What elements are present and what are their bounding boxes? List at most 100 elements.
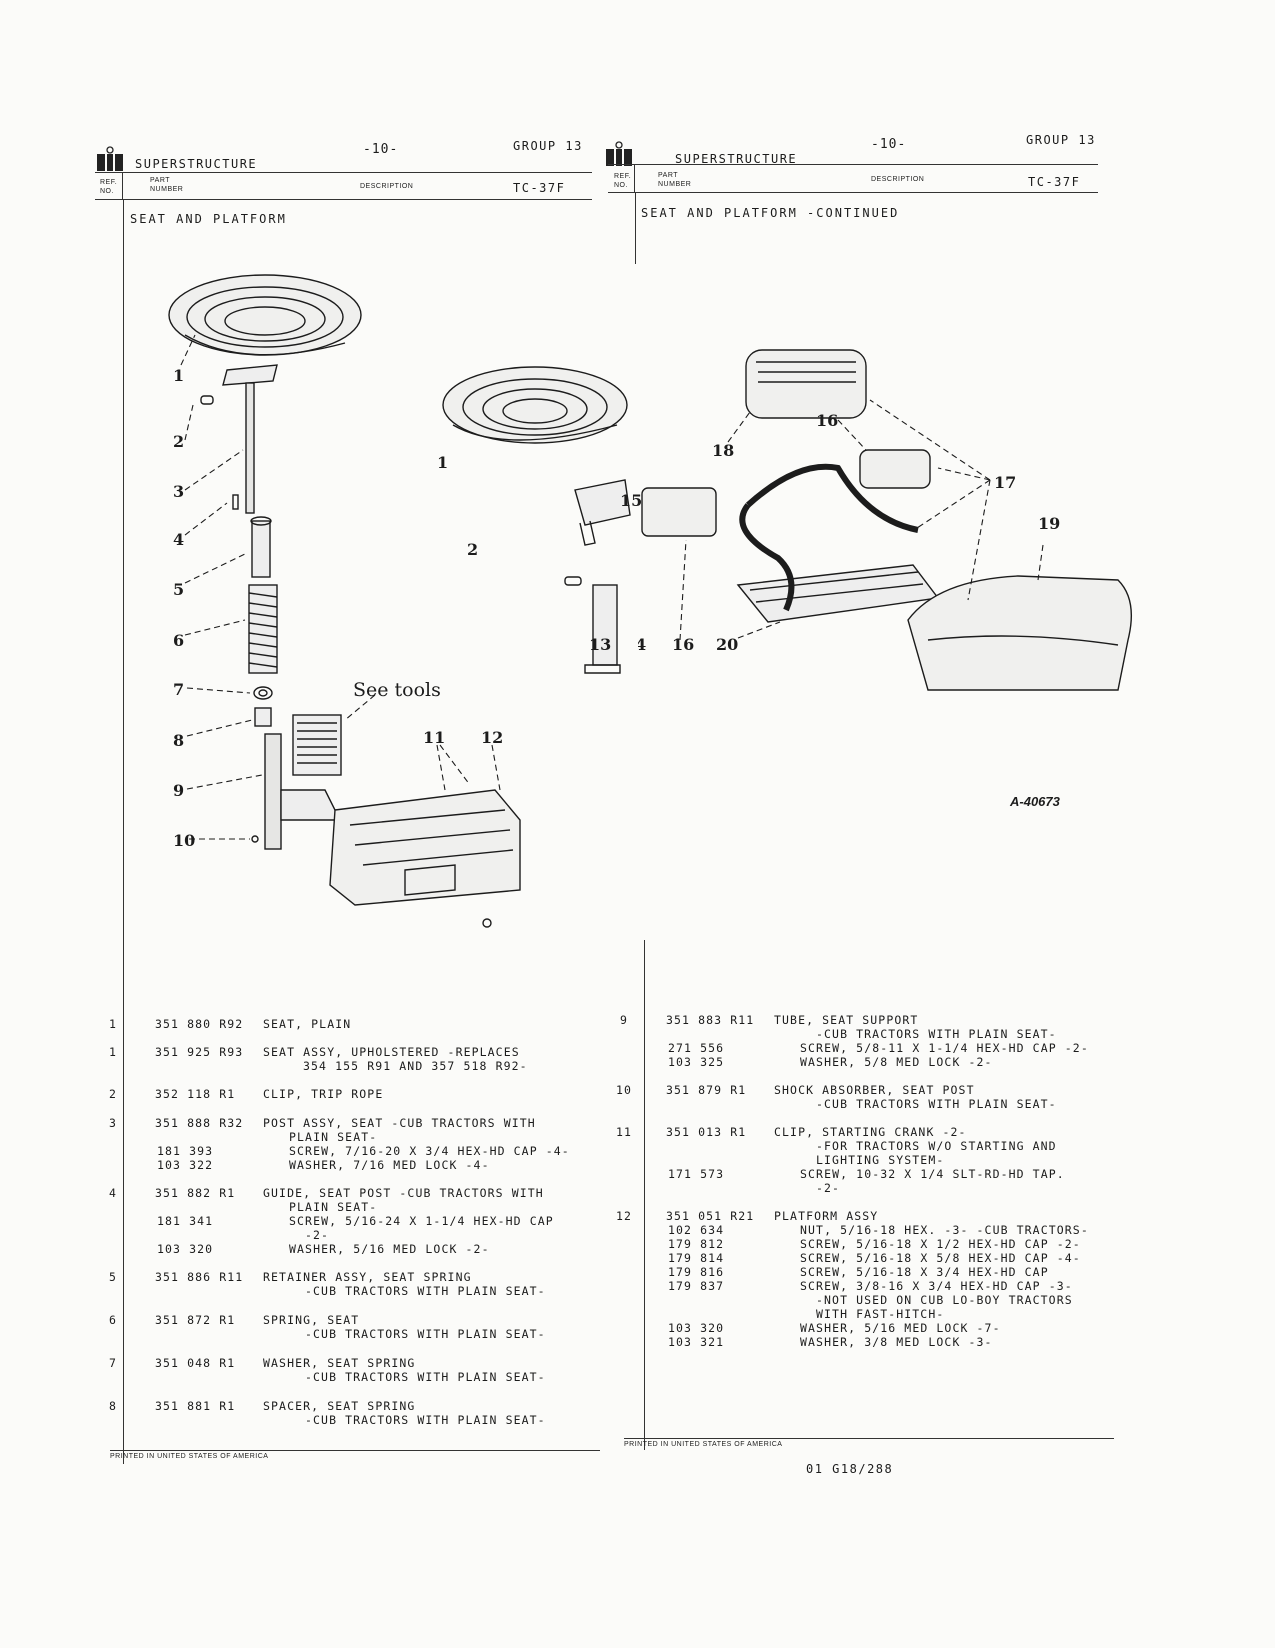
ref-number: 10 xyxy=(616,1083,633,1097)
ref-number: 7 xyxy=(108,1356,117,1370)
part-number: 179 812 xyxy=(668,1237,725,1251)
right-diagram-callouts: 18 16 17 19 16 14 16 20 xyxy=(638,411,1060,654)
part-number: 179 814 xyxy=(668,1251,725,1265)
part-description: 354 155 R91 AND 357 518 R92- xyxy=(303,1059,528,1073)
ref-column-rule-lower xyxy=(644,940,645,1450)
part-description: SPRING, SEAT xyxy=(263,1313,360,1327)
part-description: SCREW, 3/8-16 X 3/4 HEX-HD CAP -3- xyxy=(800,1279,1073,1293)
part-description: SEAT, PLAIN xyxy=(263,1017,352,1031)
ref-no-header: REF.NO. xyxy=(100,179,118,195)
upholstered-seat-exploded-diagram: 18 16 17 19 16 14 16 20 xyxy=(638,340,1158,720)
part-number: 351 872 R1 xyxy=(155,1313,236,1327)
part-description: -2- xyxy=(816,1181,841,1195)
part-number: 351 879 R1 xyxy=(666,1083,747,1097)
group-label: GROUP 13 xyxy=(513,139,583,153)
model-code: TC-37F xyxy=(513,181,566,195)
part-number: 351 886 R11 xyxy=(155,1270,244,1284)
part-number: 351 051 R21 xyxy=(666,1209,755,1223)
header-rule xyxy=(608,164,1098,165)
part-description: LIGHTING SYSTEM- xyxy=(816,1153,945,1167)
part-description: -2- xyxy=(305,1228,330,1242)
part-description: WASHER, 5/16 MED LOCK -2- xyxy=(289,1242,490,1256)
print-footer: PRINTED IN UNITED STATES OF AMERICA xyxy=(624,1441,783,1448)
part-description: WASHER, 3/8 MED LOCK -3- xyxy=(800,1335,993,1349)
part-number: 103 325 xyxy=(668,1055,725,1069)
part-description: POST ASSY, SEAT -CUB TRACTORS WITH xyxy=(263,1116,536,1130)
callout-label: 13 xyxy=(589,635,611,654)
part-description: SEAT ASSY, UPHOLSTERED -REPLACES xyxy=(263,1045,520,1059)
section-title: SEAT AND PLATFORM -CONTINUED xyxy=(641,206,900,220)
part-description: SHOCK ABSORBER, SEAT POST xyxy=(774,1083,975,1097)
callout-label: 1 xyxy=(437,453,448,472)
callout-label: 12 xyxy=(481,728,503,747)
page-number: -10- xyxy=(871,137,907,152)
part-description: PLAIN SEAT- xyxy=(289,1200,378,1214)
part-number: 102 634 xyxy=(668,1223,725,1237)
see-tools-note: See tools xyxy=(353,679,441,701)
callout-label: 10 xyxy=(173,831,195,850)
part-number: 351 881 R1 xyxy=(155,1399,236,1413)
ref-number: 4 xyxy=(108,1186,117,1200)
part-description: RETAINER ASSY, SEAT SPRING xyxy=(263,1270,472,1284)
part-number: 103 320 xyxy=(157,1242,214,1256)
part-description: -CUB TRACTORS WITH PLAIN SEAT- xyxy=(305,1327,546,1341)
part-number: 351 013 R1 xyxy=(666,1125,747,1139)
part-number: 351 882 R1 xyxy=(155,1186,236,1200)
ref-number: 12 xyxy=(616,1209,633,1223)
left-catalog-page: SUPERSTRUCTURE -10- GROUP 13 REF.NO. PAR… xyxy=(95,0,642,1548)
part-description: -CUB TRACTORS WITH PLAIN SEAT- xyxy=(816,1027,1057,1041)
part-number: 181 341 xyxy=(157,1214,214,1228)
description-header: DESCRIPTION xyxy=(871,176,925,183)
part-number: 103 322 xyxy=(157,1158,214,1172)
callout-label: 2 xyxy=(173,432,184,451)
part-description: TUBE, SEAT SUPPORT xyxy=(774,1013,919,1027)
model-code: TC-37F xyxy=(1028,175,1081,189)
callout-label: 7 xyxy=(173,680,184,699)
ih-logo-icon xyxy=(97,146,123,171)
part-description: WASHER, 7/16 MED LOCK -4- xyxy=(289,1158,490,1172)
callout-label: 16 xyxy=(816,411,838,430)
part-description: CLIP, TRIP ROPE xyxy=(263,1087,384,1101)
section-name: SUPERSTRUCTURE xyxy=(675,152,798,166)
callout-label: 3 xyxy=(173,482,184,501)
ref-number: 11 xyxy=(616,1125,633,1139)
part-description: NUT, 5/16-18 HEX. -3- -CUB TRACTORS- xyxy=(800,1223,1089,1237)
footer-rule xyxy=(110,1450,600,1451)
callout-label: 18 xyxy=(712,441,734,460)
part-description: PLAIN SEAT- xyxy=(289,1130,378,1144)
callout-label: 9 xyxy=(173,781,184,800)
part-description: -CUB TRACTORS WITH PLAIN SEAT- xyxy=(305,1370,546,1384)
part-description: PLATFORM ASSY xyxy=(774,1209,879,1223)
part-description: WITH FAST-HITCH- xyxy=(816,1307,945,1321)
part-description: WASHER, SEAT SPRING xyxy=(263,1356,416,1370)
part-number: 351 888 R32 xyxy=(155,1116,244,1130)
callout-label: 16 xyxy=(672,635,694,654)
part-number: 351 925 R93 xyxy=(155,1045,244,1059)
part-number: 351 883 R11 xyxy=(666,1013,755,1027)
part-description: -CUB TRACTORS WITH PLAIN SEAT- xyxy=(816,1097,1057,1111)
ref-number: 5 xyxy=(108,1270,117,1284)
seat-post-exploded-diagram: 1 2 3 4 5 6 7 8 9 10 1 2 15 13 11 12 See… xyxy=(125,265,645,945)
part-description: WASHER, 5/16 MED LOCK -7- xyxy=(800,1321,1001,1335)
right-catalog-page: SUPERSTRUCTURE -10- GROUP 13 REF.NO. PAR… xyxy=(606,0,1158,1548)
callout-label: 11 xyxy=(423,728,445,747)
part-description: -CUB TRACTORS WITH PLAIN SEAT- xyxy=(305,1284,546,1298)
callout-label: 17 xyxy=(994,473,1016,492)
ref-number: 9 xyxy=(619,1013,628,1027)
page-number: -10- xyxy=(363,142,399,157)
section-title: SEAT AND PLATFORM xyxy=(130,212,287,226)
header-bottom-rule xyxy=(95,199,592,200)
callout-label: 4 xyxy=(173,530,184,549)
part-number: 103 321 xyxy=(668,1335,725,1349)
part-description: SCREW, 5/16-24 X 1-1/4 HEX-HD CAP xyxy=(289,1214,554,1228)
part-description: -FOR TRACTORS W/O STARTING AND xyxy=(816,1139,1057,1153)
print-footer: PRINTED IN UNITED STATES OF AMERICA xyxy=(110,1453,269,1460)
ref-number: 8 xyxy=(108,1399,117,1413)
callout-label: 1 xyxy=(173,366,184,385)
left-diagram-callouts: 1 2 3 4 5 6 7 8 9 10 1 2 15 13 11 12 See… xyxy=(173,366,642,850)
part-number: 179 816 xyxy=(668,1265,725,1279)
figure-id: A-40673 xyxy=(1010,794,1060,809)
part-description: SPACER, SEAT SPRING xyxy=(263,1399,416,1413)
part-description: SCREW, 7/16-20 X 3/4 HEX-HD CAP -4- xyxy=(289,1144,570,1158)
